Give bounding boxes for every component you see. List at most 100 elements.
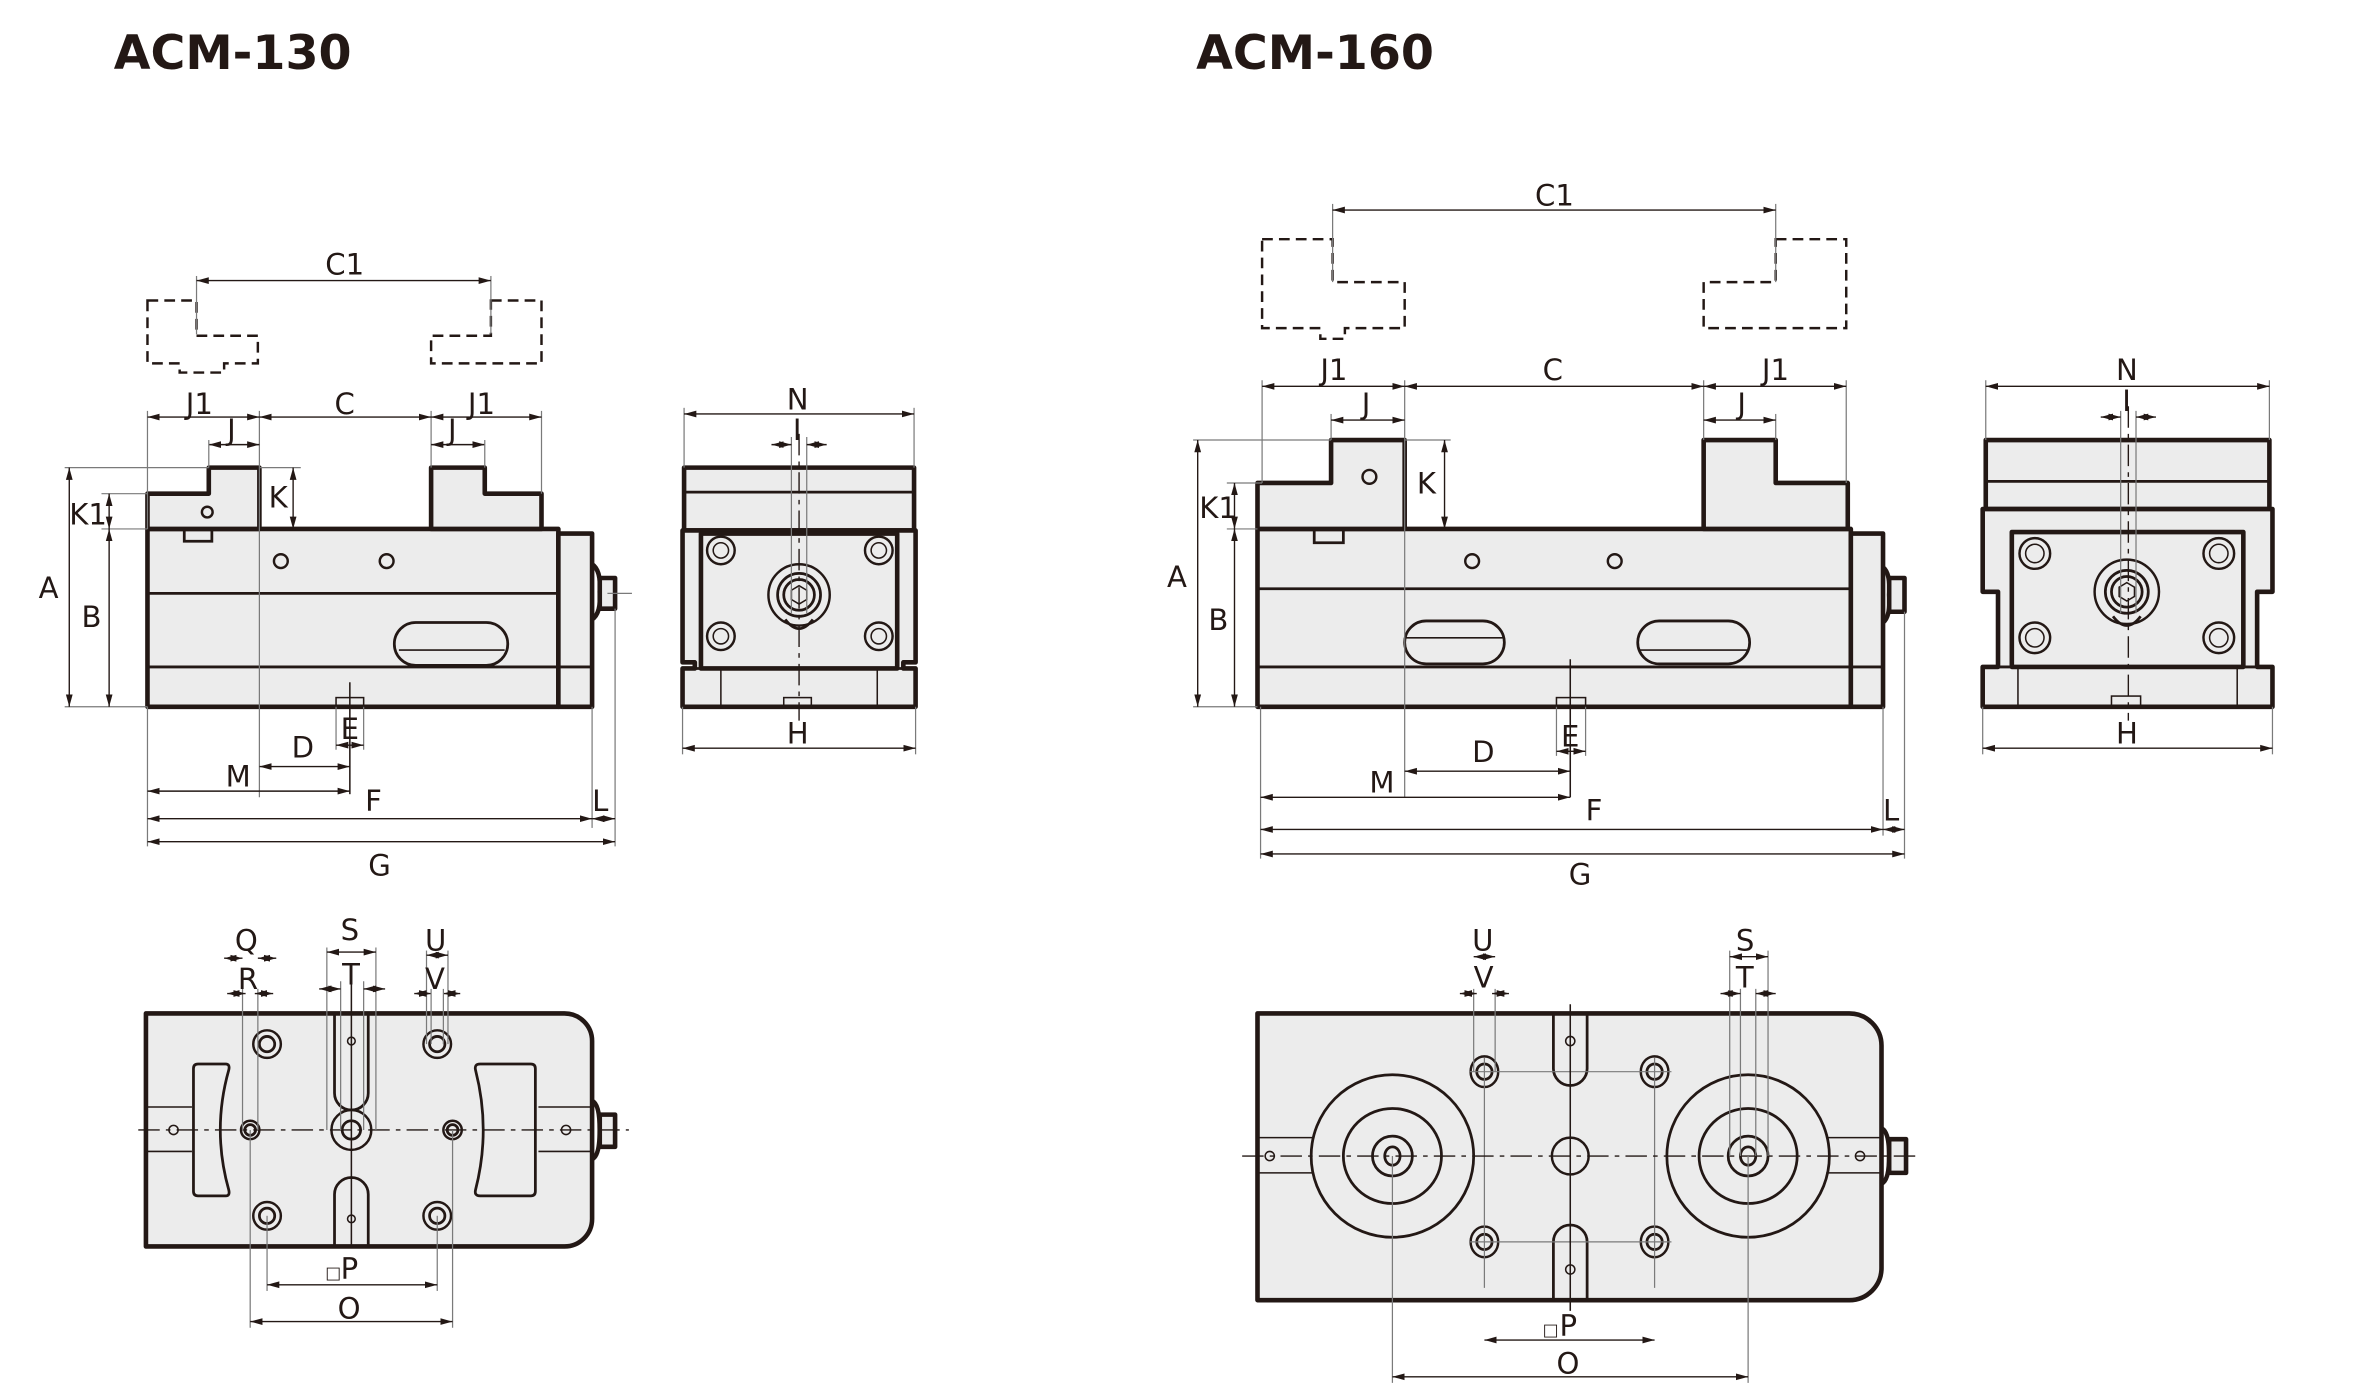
slot-guide <box>1259 1136 1313 1174</box>
open-jaw-left <box>146 299 260 374</box>
label-j1-right: J1 <box>466 387 495 421</box>
label-k1: K1 <box>69 497 107 531</box>
retaining-clip <box>2111 615 2142 627</box>
vise-body <box>1255 526 1854 710</box>
square-symbol: □ <box>325 1263 341 1283</box>
open-jaw-right <box>1702 237 1848 330</box>
label-s: S <box>1736 924 1755 958</box>
square-symbol: □ <box>1543 1319 1559 1339</box>
bottom-key <box>782 696 813 708</box>
label-o: O <box>338 1292 361 1326</box>
model-acm-160: ACM-160 C1 <box>1167 26 2275 1383</box>
front-view: C1 J1 C <box>1167 178 1907 892</box>
body-hole <box>1606 553 1623 570</box>
label-f: F <box>1586 793 1603 827</box>
label-p: P <box>1560 1308 1578 1342</box>
label-r: R <box>238 962 258 996</box>
model-title: ACM-160 <box>1196 26 1434 81</box>
label-c1: C1 <box>325 247 364 281</box>
label-l: L <box>1883 793 1900 827</box>
label-j-left: J <box>1360 387 1371 421</box>
cap-screw-icon <box>2018 621 2052 655</box>
body-hole <box>378 553 395 570</box>
label-c: C <box>335 387 355 421</box>
label-j1-right: J1 <box>1760 353 1789 387</box>
label-n: N <box>787 382 809 416</box>
body-slot <box>1403 619 1506 666</box>
screw-head <box>1886 575 1907 615</box>
bottom-pocket-left <box>192 1062 231 1198</box>
cap-screw-icon <box>2202 536 2236 571</box>
slot-guide <box>1826 1136 1882 1174</box>
model-title: ACM-130 <box>114 26 352 81</box>
model-acm-130: ACM-130 C1 <box>39 26 918 1328</box>
label-j1-left: J1 <box>1318 353 1347 387</box>
label-h: H <box>2116 717 2138 751</box>
screw-head <box>597 1112 618 1150</box>
body-hole <box>1464 553 1481 570</box>
body-hole <box>272 553 289 570</box>
cap-screw-icon <box>863 621 894 652</box>
label-t: T <box>1735 960 1754 994</box>
label-n: N <box>2116 353 2138 387</box>
open-jaw-right <box>429 299 543 365</box>
label-t: T <box>341 957 360 991</box>
label-u: U <box>425 924 446 958</box>
side-view: I N H <box>1980 353 2275 755</box>
slot-guide <box>538 1106 593 1153</box>
label-d: D <box>1472 735 1494 769</box>
label-j-right: J <box>1735 387 1746 421</box>
vise-body <box>145 526 561 710</box>
label-j1-left: J1 <box>184 387 213 421</box>
label-p: P <box>341 1252 359 1286</box>
cap-screw-icon <box>705 535 736 566</box>
label-m: M <box>226 760 251 794</box>
label-u: U <box>1472 924 1493 958</box>
label-s: S <box>341 913 360 947</box>
jaw-right <box>1701 437 1851 532</box>
label-a: A <box>39 571 59 605</box>
jaw-key <box>182 528 214 543</box>
label-q: Q <box>235 924 258 958</box>
label-v: V <box>425 962 445 996</box>
label-k: K <box>269 480 289 514</box>
label-k: K <box>1417 467 1437 501</box>
bottom-key <box>2110 695 2142 708</box>
jaw-left <box>1255 437 1407 532</box>
bottom-view: Q R S T U V □ P <box>138 913 629 1328</box>
cap-screws <box>2018 536 2236 655</box>
label-j-right: J <box>446 413 457 447</box>
front-view: C1 <box>39 247 632 882</box>
end-block <box>556 531 595 710</box>
body-slot <box>392 621 510 667</box>
label-c1: C1 <box>1535 178 1574 212</box>
hex-socket-icon <box>2118 581 2136 602</box>
label-i: I <box>2122 384 2131 418</box>
label-a: A <box>1167 560 1187 594</box>
lead-screw-ring <box>2103 568 2150 615</box>
cap-screws <box>705 535 894 652</box>
label-h: H <box>787 717 809 751</box>
cap-screw-icon <box>705 621 736 652</box>
label-c: C <box>1543 353 1563 387</box>
label-g: G <box>1569 858 1592 892</box>
label-m: M <box>1369 766 1394 800</box>
jaw-top <box>1983 437 2272 512</box>
open-jaw-left <box>1260 237 1406 341</box>
cap-screw-icon <box>2018 536 2052 571</box>
jaw-right <box>428 465 544 532</box>
label-f: F <box>365 784 382 818</box>
cap-screw-icon <box>2202 621 2236 655</box>
bottom-view: U V S T □ P O <box>1242 924 1917 1383</box>
label-b: B <box>82 600 102 634</box>
label-d: D <box>292 730 314 764</box>
bottom-pocket-right <box>473 1062 537 1198</box>
label-k1: K1 <box>1199 491 1237 525</box>
cap-screw-icon <box>863 535 894 566</box>
side-view: I N H <box>680 382 918 755</box>
jaw-left <box>145 465 262 532</box>
label-e: E <box>1561 720 1579 754</box>
label-l: L <box>592 784 609 818</box>
jaw-pin-hole <box>1361 468 1378 485</box>
